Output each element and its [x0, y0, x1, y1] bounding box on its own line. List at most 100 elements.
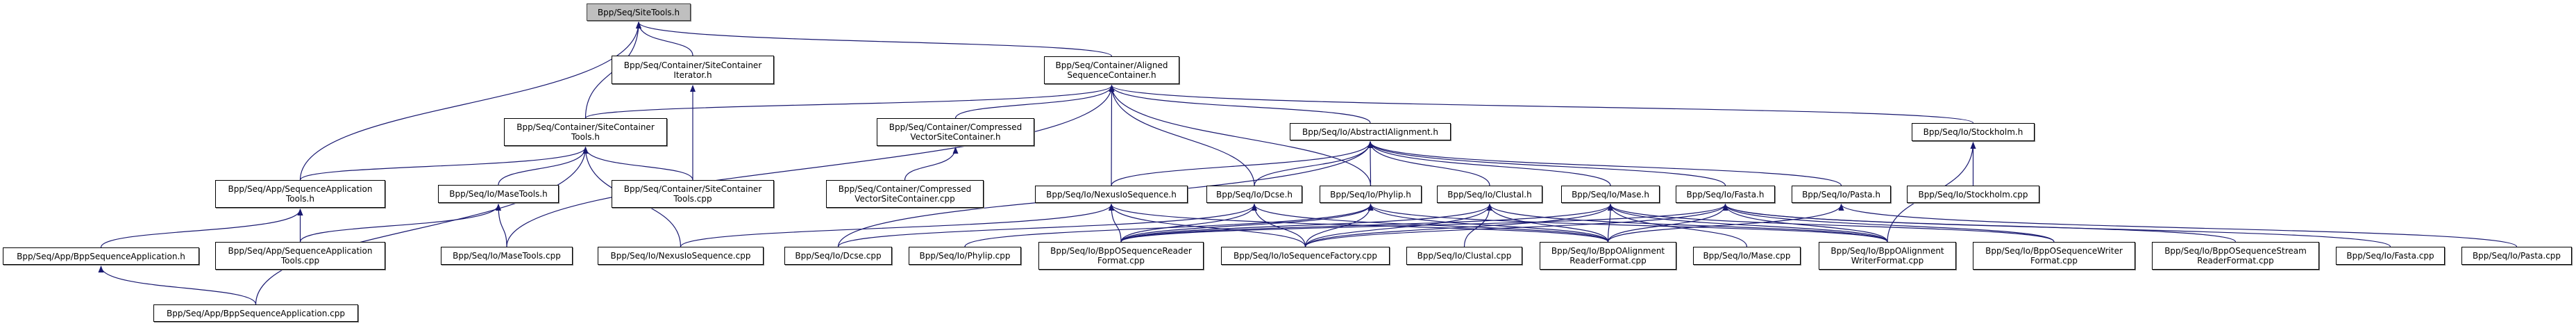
graph-node-bpossrf-cpp[interactable]: Bpp/Seq/Io/BppOSequenceStream ReaderForm… [2152, 242, 2319, 270]
graph-node-phylip-cpp[interactable]: Bpp/Seq/Io/Phylip.cpp [909, 247, 1021, 265]
edge-bpoarf-cpp-to-fasta-h [1607, 204, 1728, 243]
edge-bsa-h-to-sat-h [100, 209, 303, 248]
graph-node-phylip-h[interactable]: Bpp/Seq/Io/Phylip.h [1320, 186, 1422, 203]
edge-bposrf-cpp-to-nexus-h [1109, 204, 1122, 243]
graph-node-fasta-h[interactable]: Bpp/Seq/Io/Fasta.h [1676, 186, 1775, 203]
edge-phylip-h-to-asc-h [1109, 85, 1372, 186]
graph-node-stockholm-h[interactable]: Bpp/Seq/Io/Stockholm.h [1912, 123, 2035, 141]
node-label: Bpp/Seq/Io/Clustal.h [1447, 189, 1532, 199]
graph-node-sat-cpp[interactable]: Bpp/Seq/App/SequenceApplication Tools.cp… [215, 242, 385, 270]
node-label: Bpp/Seq/Io/IoSequenceFactory.cpp [1234, 251, 1377, 261]
edge-bposrf-cpp-to-fasta-h [1120, 204, 1728, 243]
edge-sct-cpp-to-sct-h [582, 147, 693, 181]
node-label: Bpp/Seq/Container/SiteContainer Tools.cp… [623, 184, 762, 204]
edge-stockholm-h-to-asc-h [1109, 85, 1974, 124]
graph-node-sct-h[interactable]: Bpp/Seq/Container/SiteContainer Tools.h [504, 118, 667, 146]
edge-bsa-cpp-to-sct-h [255, 147, 589, 305]
edge-cvsc-cpp-to-cvsc-h [904, 147, 959, 181]
edge-bposrf-cpp-to-phylip-h [1120, 204, 1374, 243]
graph-node-sat-h[interactable]: Bpp/Seq/App/SequenceApplication Tools.h [215, 180, 385, 208]
node-label: Bpp/Seq/Io/BppOAlignment ReaderFormat.cp… [1551, 246, 1665, 266]
edge-bsa-cpp-to-bsa-h [98, 266, 257, 305]
edge-bposwf-cpp-to-fasta-h [1722, 204, 2055, 243]
edge-pasta-h-to-aia-h [1367, 141, 1842, 186]
edge-mase-cpp-to-mase-h [1608, 204, 1748, 247]
edge-bposrf-cpp-to-clustal-h [1120, 204, 1492, 243]
node-label: Bpp/Seq/App/SequenceApplication Tools.h [228, 184, 373, 204]
graph-node-dcse-cpp[interactable]: Bpp/Seq/Io/Dcse.cpp [784, 247, 892, 265]
graph-node-mase-cpp[interactable]: Bpp/Seq/Io/Mase.cpp [1693, 247, 1801, 265]
node-label: Bpp/Seq/Container/Aligned SequenceContai… [1055, 60, 1168, 80]
node-label: Bpp/Seq/Io/Mase.h [1572, 189, 1649, 199]
edge-bpoawf-cpp-to-clustal-h [1487, 204, 1888, 243]
node-label: Bpp/Seq/Container/SiteContainer Tools.h [516, 122, 655, 142]
node-label: Bpp/Seq/Io/Stockholm.cpp [1918, 189, 2028, 199]
node-label: Bpp/Seq/App/SequenceApplication Tools.cp… [228, 246, 373, 266]
edge-masetools-cpp-to-masetools-h [496, 204, 507, 247]
edge-pasta-cpp-to-pasta-h [1838, 204, 2518, 247]
graph-node-fasta-cpp[interactable]: Bpp/Seq/Io/Fasta.cpp [2336, 247, 2445, 265]
graph-node-bpoarf-cpp[interactable]: Bpp/Seq/Io/BppOAlignment ReaderFormat.cp… [1540, 242, 1676, 270]
graph-node-aia-h[interactable]: Bpp/Seq/Io/AbstractIAlignment.h [1290, 123, 1451, 140]
graph-node-masetools-h[interactable]: Bpp/Seq/Io/MaseTools.h [438, 185, 559, 203]
graph-node-cvsc-cpp[interactable]: Bpp/Seq/Container/Compressed VectorSiteC… [826, 180, 984, 208]
edge-clustal-cpp-to-clustal-h [1463, 204, 1492, 247]
edge-bpoarf-cpp-to-clustal-h [1487, 204, 1609, 243]
edge-nexus-h-to-asc-h [1109, 85, 1115, 186]
graph-node-sct-cpp[interactable]: Bpp/Seq/Container/SiteContainer Tools.cp… [612, 180, 774, 208]
edge-bpoawf-cpp-to-mase-h [1608, 204, 1888, 243]
node-label: Bpp/Seq/App/BppSequenceApplication.h [17, 251, 185, 261]
graph-node-iosf-cpp[interactable]: Bpp/Seq/Io/IoSequenceFactory.cpp [1221, 247, 1390, 265]
node-label: Bpp/Seq/Container/SiteContainer Iterator… [623, 60, 762, 80]
graph-node-clustal-h[interactable]: Bpp/Seq/Io/Clustal.h [1437, 186, 1542, 203]
edge-asc-h-to-sitetools-h [636, 22, 1113, 57]
graph-node-bposrf-cpp[interactable]: Bpp/Seq/Io/BppOSequenceReader Format.cpp [1038, 242, 1204, 270]
graph-node-clustal-cpp[interactable]: Bpp/Seq/Io/Clustal.cpp [1406, 247, 1522, 265]
edge-masetools-cpp-to-asc-h [506, 85, 1115, 247]
graph-node-nexus-h[interactable]: Bpp/Seq/Io/NexusIoSequence.h [1035, 186, 1188, 203]
node-label: Bpp/Seq/Io/Pasta.h [1802, 189, 1880, 199]
graph-node-bsa-h[interactable]: Bpp/Seq/App/BppSequenceApplication.h [3, 247, 199, 265]
graph-node-cvsc-h[interactable]: Bpp/Seq/Container/Compressed VectorSiteC… [877, 118, 1034, 146]
edge-nexus-h-to-aia-h [1111, 141, 1373, 186]
edge-bpoawf-cpp-to-fasta-h [1722, 204, 1888, 243]
edge-bpossrf-cpp-to-fasta-h [1722, 204, 2237, 243]
node-label: Bpp/Seq/Io/Clustal.cpp [1417, 251, 1512, 261]
node-label: Bpp/Seq/Io/Dcse.h [1216, 189, 1293, 199]
edge-iosf-cpp-to-fasta-h [1304, 204, 1728, 247]
edge-bpoawf-cpp-to-phylip-h [1367, 204, 1888, 243]
node-label: Bpp/Seq/Io/MaseTools.h [449, 189, 548, 199]
graph-node-dcse-h[interactable]: Bpp/Seq/Io/Dcse.h [1206, 186, 1302, 203]
graph-node-stockholm-cpp[interactable]: Bpp/Seq/Io/Stockholm.cpp [1907, 186, 2039, 203]
node-label: Bpp/Seq/Io/Fasta.h [1686, 189, 1765, 199]
graph-node-bsa-cpp[interactable]: Bpp/Seq/App/BppSequenceApplication.cpp [153, 304, 358, 322]
edge-fasta-h-to-aia-h [1367, 141, 1726, 186]
edge-dcse-cpp-to-dcse-h [837, 204, 1257, 247]
edge-clustal-h-to-aia-h [1367, 141, 1490, 186]
node-label: Bpp/Seq/Io/BppOSequenceStream ReaderForm… [2164, 246, 2307, 266]
node-label: Bpp/Seq/Container/Compressed VectorSiteC… [838, 184, 972, 204]
edge-bposrf-cpp-to-dcse-h [1120, 204, 1257, 243]
node-label: Bpp/Seq/Io/Pasta.cpp [2472, 251, 2561, 261]
node-label: Bpp/Seq/App/BppSequenceApplication.cpp [166, 308, 345, 318]
node-label: Bpp/Seq/Io/BppOAlignment WriterFormat.cp… [1830, 246, 1944, 266]
graph-node-sci-h[interactable]: Bpp/Seq/Container/SiteContainer Iterator… [612, 56, 774, 84]
edge-fasta-cpp-to-fasta-h [1722, 204, 2391, 247]
edge-cvsc-h-to-asc-h [954, 85, 1115, 119]
edge-bposrf-cpp-to-mase-h [1120, 204, 1613, 243]
graph-node-asc-h[interactable]: Bpp/Seq/Container/Aligned SequenceContai… [1044, 56, 1179, 84]
edge-mase-h-to-aia-h [1367, 141, 1611, 186]
graph-node-pasta-h[interactable]: Bpp/Seq/Io/Pasta.h [1792, 186, 1891, 203]
edge-sat-cpp-to-masetools-h [299, 204, 501, 243]
graph-node-pasta-cpp[interactable]: Bpp/Seq/Io/Pasta.cpp [2461, 247, 2572, 265]
graph-node-masetools-cpp[interactable]: Bpp/Seq/Io/MaseTools.cpp [441, 247, 573, 265]
edge-iosf-cpp-to-mase-h [1304, 204, 1613, 247]
edge-phylip-cpp-to-phylip-h [964, 204, 1374, 247]
graph-node-nexus-cpp[interactable]: Bpp/Seq/Io/NexusIoSequence.cpp [598, 247, 764, 265]
graph-node-bposwf-cpp[interactable]: Bpp/Seq/Io/BppOSequenceWriter Format.cpp [1973, 242, 2135, 270]
graph-node-bpoawf-cpp[interactable]: Bpp/Seq/Io/BppOAlignment WriterFormat.cp… [1819, 242, 1956, 270]
edge-phylip-h-to-aia-h [1367, 141, 1374, 186]
graph-node-mase-h[interactable]: Bpp/Seq/Io/Mase.h [1561, 186, 1660, 203]
edge-bpoarf-cpp-to-phylip-h [1367, 204, 1609, 243]
edge-bpoarf-cpp-to-pasta-h [1607, 204, 1844, 243]
